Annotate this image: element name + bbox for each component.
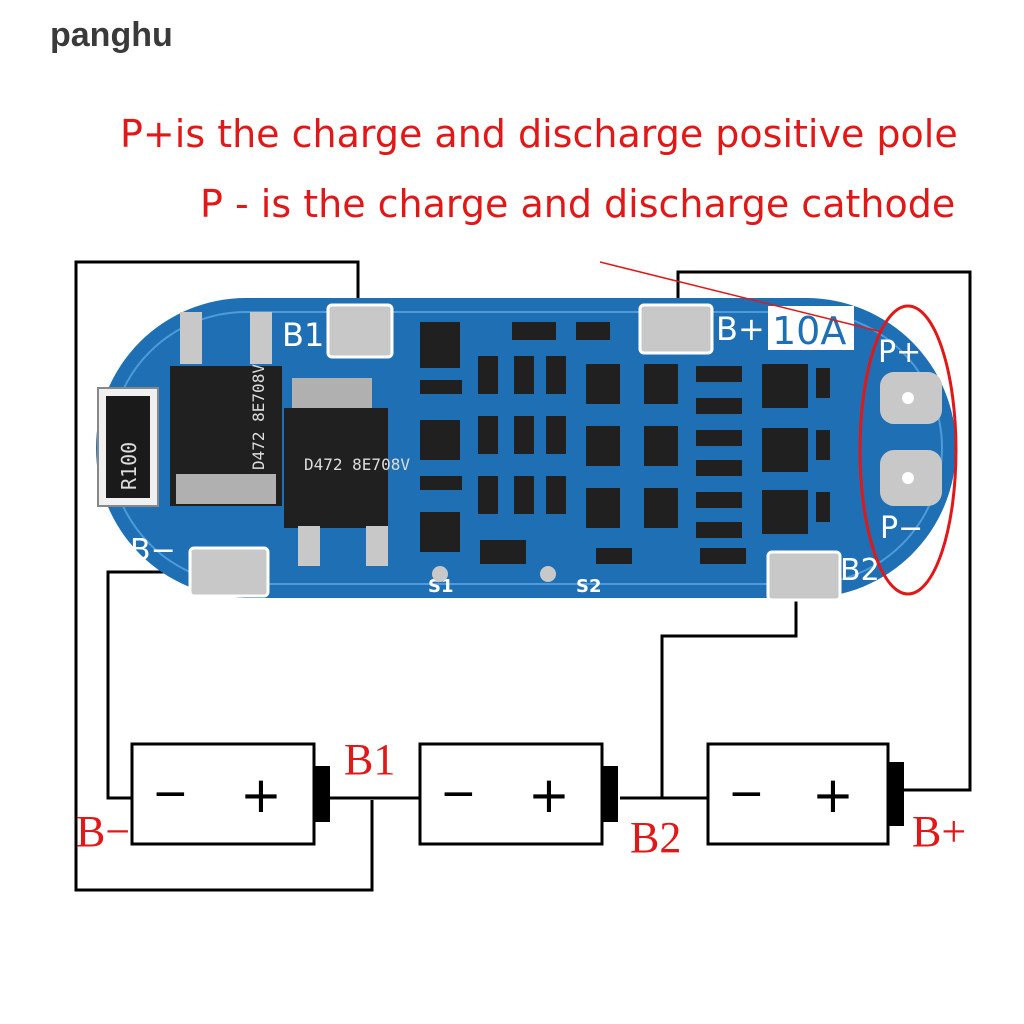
wire-b2 <box>660 578 798 798</box>
mosfet-2: D472 8E708V <box>284 378 410 566</box>
label-pad-p-plus: P+ <box>878 335 921 370</box>
mosfet-1-label: D472 8E708V <box>249 364 268 470</box>
label-pad-b-plus: B+ <box>716 310 765 348</box>
pad-b2 <box>766 550 842 602</box>
caption-p-plus: P+is the charge and discharge positive p… <box>120 112 958 156</box>
battery-cell-1: − + <box>130 742 330 846</box>
battery-3-minus: − <box>728 768 765 819</box>
test-points <box>432 566 556 582</box>
resistor-label: R100 <box>117 442 141 490</box>
pad-b-plus <box>638 303 714 355</box>
battery-3-plus: + <box>812 766 854 824</box>
label-pad-b1: B1 <box>282 316 324 354</box>
label-b-plus: B+ <box>912 807 966 856</box>
battery-cell-3: − + <box>706 742 904 846</box>
label-b2: B2 <box>630 813 681 862</box>
battery-2-minus: − <box>440 768 477 819</box>
shunt-resistor: R100 <box>97 387 159 507</box>
battery-pack: − + − + − + B− B1 B2 B+ <box>76 735 966 862</box>
p-terminal-highlight <box>858 304 958 596</box>
battery-cell-2: − + <box>418 742 618 846</box>
label-pad-p-minus: P− <box>880 511 923 546</box>
label-pad-b2: B2 <box>840 553 880 588</box>
label-b1: B1 <box>344 735 395 784</box>
label-s2: S2 <box>576 576 602 597</box>
mosfet-1: D472 8E708V <box>170 312 282 506</box>
smd-components <box>420 322 830 564</box>
pcb-board: 10A B1 B+ B− B2 P+ P− S1 S2 R100 D472 8E… <box>96 298 956 602</box>
battery-2-plus: + <box>528 766 570 824</box>
caption-p-minus: P - is the charge and discharge cathode <box>200 182 956 226</box>
label-b-minus: B− <box>76 807 130 856</box>
rating-box <box>768 306 854 350</box>
label-pad-b-minus: B− <box>130 533 176 568</box>
watermark: panghu <box>50 16 173 54</box>
annotation-pointer <box>599 261 883 333</box>
p-terminal-annotation <box>599 261 958 596</box>
label-s1: S1 <box>428 576 454 597</box>
pad-b-minus <box>188 546 270 598</box>
wire-b1-top <box>74 260 374 892</box>
battery-1-plus: + <box>240 766 282 824</box>
pad-b1 <box>326 303 394 359</box>
rating-label: 10A <box>772 309 846 353</box>
mosfet-2-label: D472 8E708V <box>304 455 410 474</box>
battery-1-minus: − <box>152 768 189 819</box>
